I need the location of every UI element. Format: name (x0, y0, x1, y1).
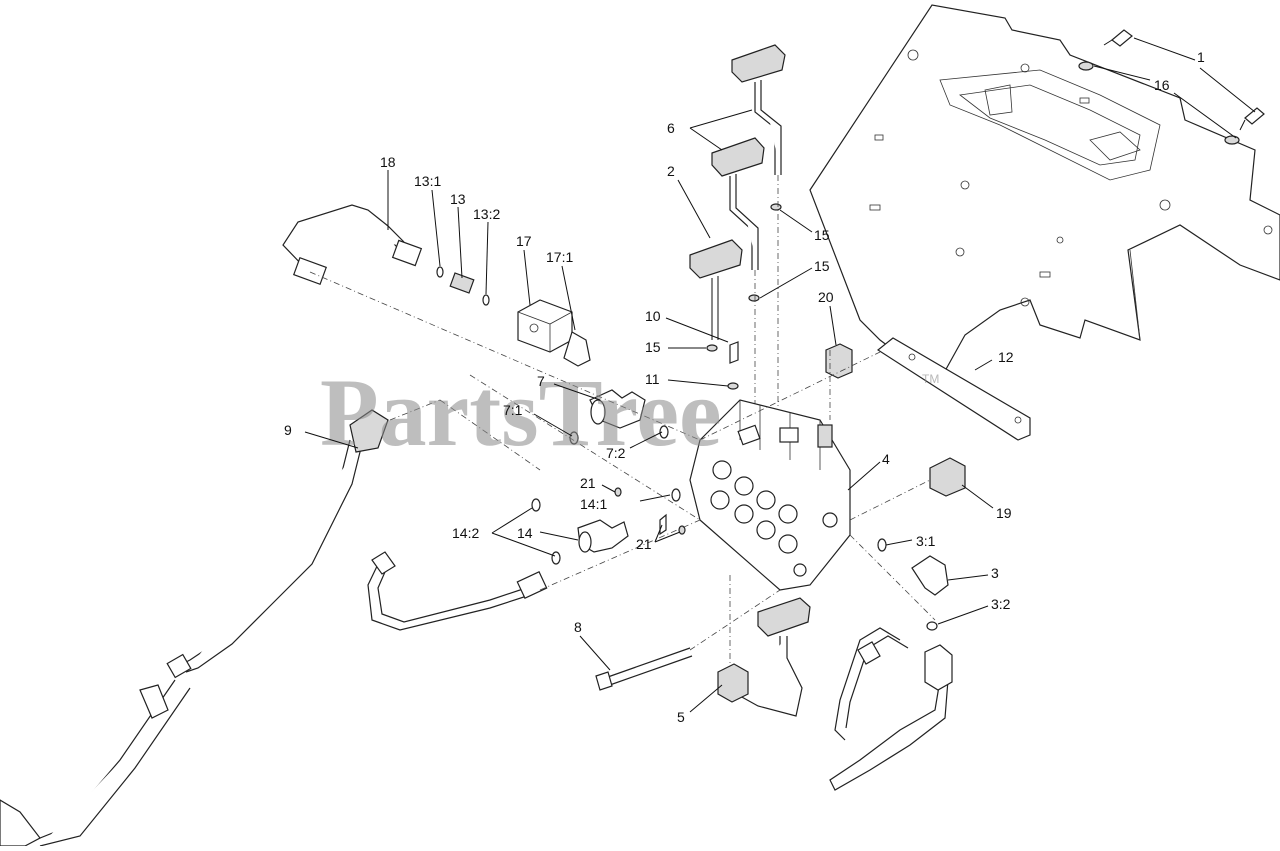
bolts-washers-1-16 (1078, 29, 1265, 145)
callout-20: 20 (818, 289, 834, 305)
hydraulic-line-lower (367, 551, 548, 631)
callout-14-2: 14:2 (452, 525, 479, 541)
callout-7-2: 7:2 (606, 445, 626, 461)
watermark-trademark: TM (922, 372, 939, 386)
callout-1: 1 (1197, 49, 1205, 65)
callout-4: 4 (882, 451, 890, 467)
callout-6: 6 (667, 120, 675, 136)
callout-7: 7 (537, 373, 545, 389)
callout-15-b: 15 (814, 258, 830, 274)
tee-fitting-14 (531, 487, 686, 565)
callout-5: 5 (677, 709, 685, 725)
hydraulic-line-9 (0, 409, 389, 847)
callout-16: 16 (1154, 77, 1170, 93)
control-valve-4 (689, 399, 851, 591)
bolt-8 (595, 647, 693, 691)
callout-9: 9 (284, 422, 292, 438)
callout-21-b: 21 (636, 536, 652, 552)
callout-21-a: 21 (580, 475, 596, 491)
leader-lines (304, 37, 1256, 713)
handle-5 (717, 597, 811, 717)
callout-14-1: 14:1 (580, 496, 607, 512)
assembly-centerlines (309, 271, 936, 665)
callout-8: 8 (574, 619, 582, 635)
elbow-fitting-3 (877, 538, 949, 631)
callout-3: 3 (991, 565, 999, 581)
callout-14: 14 (517, 525, 533, 541)
block-20 (825, 343, 853, 379)
callout-18: 18 (380, 154, 396, 170)
control-handles (689, 44, 786, 420)
callout-15-a: 15 (814, 227, 830, 243)
callout-7-1: 7:1 (503, 402, 523, 418)
watermark-brand: PartsTree (320, 359, 722, 466)
callout-15-c: 15 (645, 339, 661, 355)
callout-labels: 1 16 6 2 18 13:1 13 13:2 17 17:1 15 15 2… (284, 49, 1205, 725)
callout-19: 19 (996, 505, 1012, 521)
callout-10: 10 (645, 308, 661, 324)
callout-17: 17 (516, 233, 532, 249)
callout-17-1: 17:1 (546, 249, 573, 265)
bracket-12 (876, 337, 1031, 441)
fitting-13-group (436, 266, 490, 306)
callout-13-2: 13:2 (473, 206, 500, 222)
callout-3-1: 3:1 (916, 533, 936, 549)
callout-12: 12 (998, 349, 1014, 365)
callout-13-1: 13:1 (414, 173, 441, 189)
callout-2: 2 (667, 163, 675, 179)
valve-block-17 (517, 299, 591, 367)
block-19 (929, 457, 966, 497)
callout-3-2: 3:2 (991, 596, 1011, 612)
callout-11: 11 (645, 371, 660, 387)
hydraulic-line-18 (282, 204, 423, 286)
frame-plate (809, 4, 1280, 381)
hydraulic-line-right (829, 627, 953, 791)
elbow-fitting-7 (569, 389, 669, 445)
callout-13: 13 (450, 191, 466, 207)
